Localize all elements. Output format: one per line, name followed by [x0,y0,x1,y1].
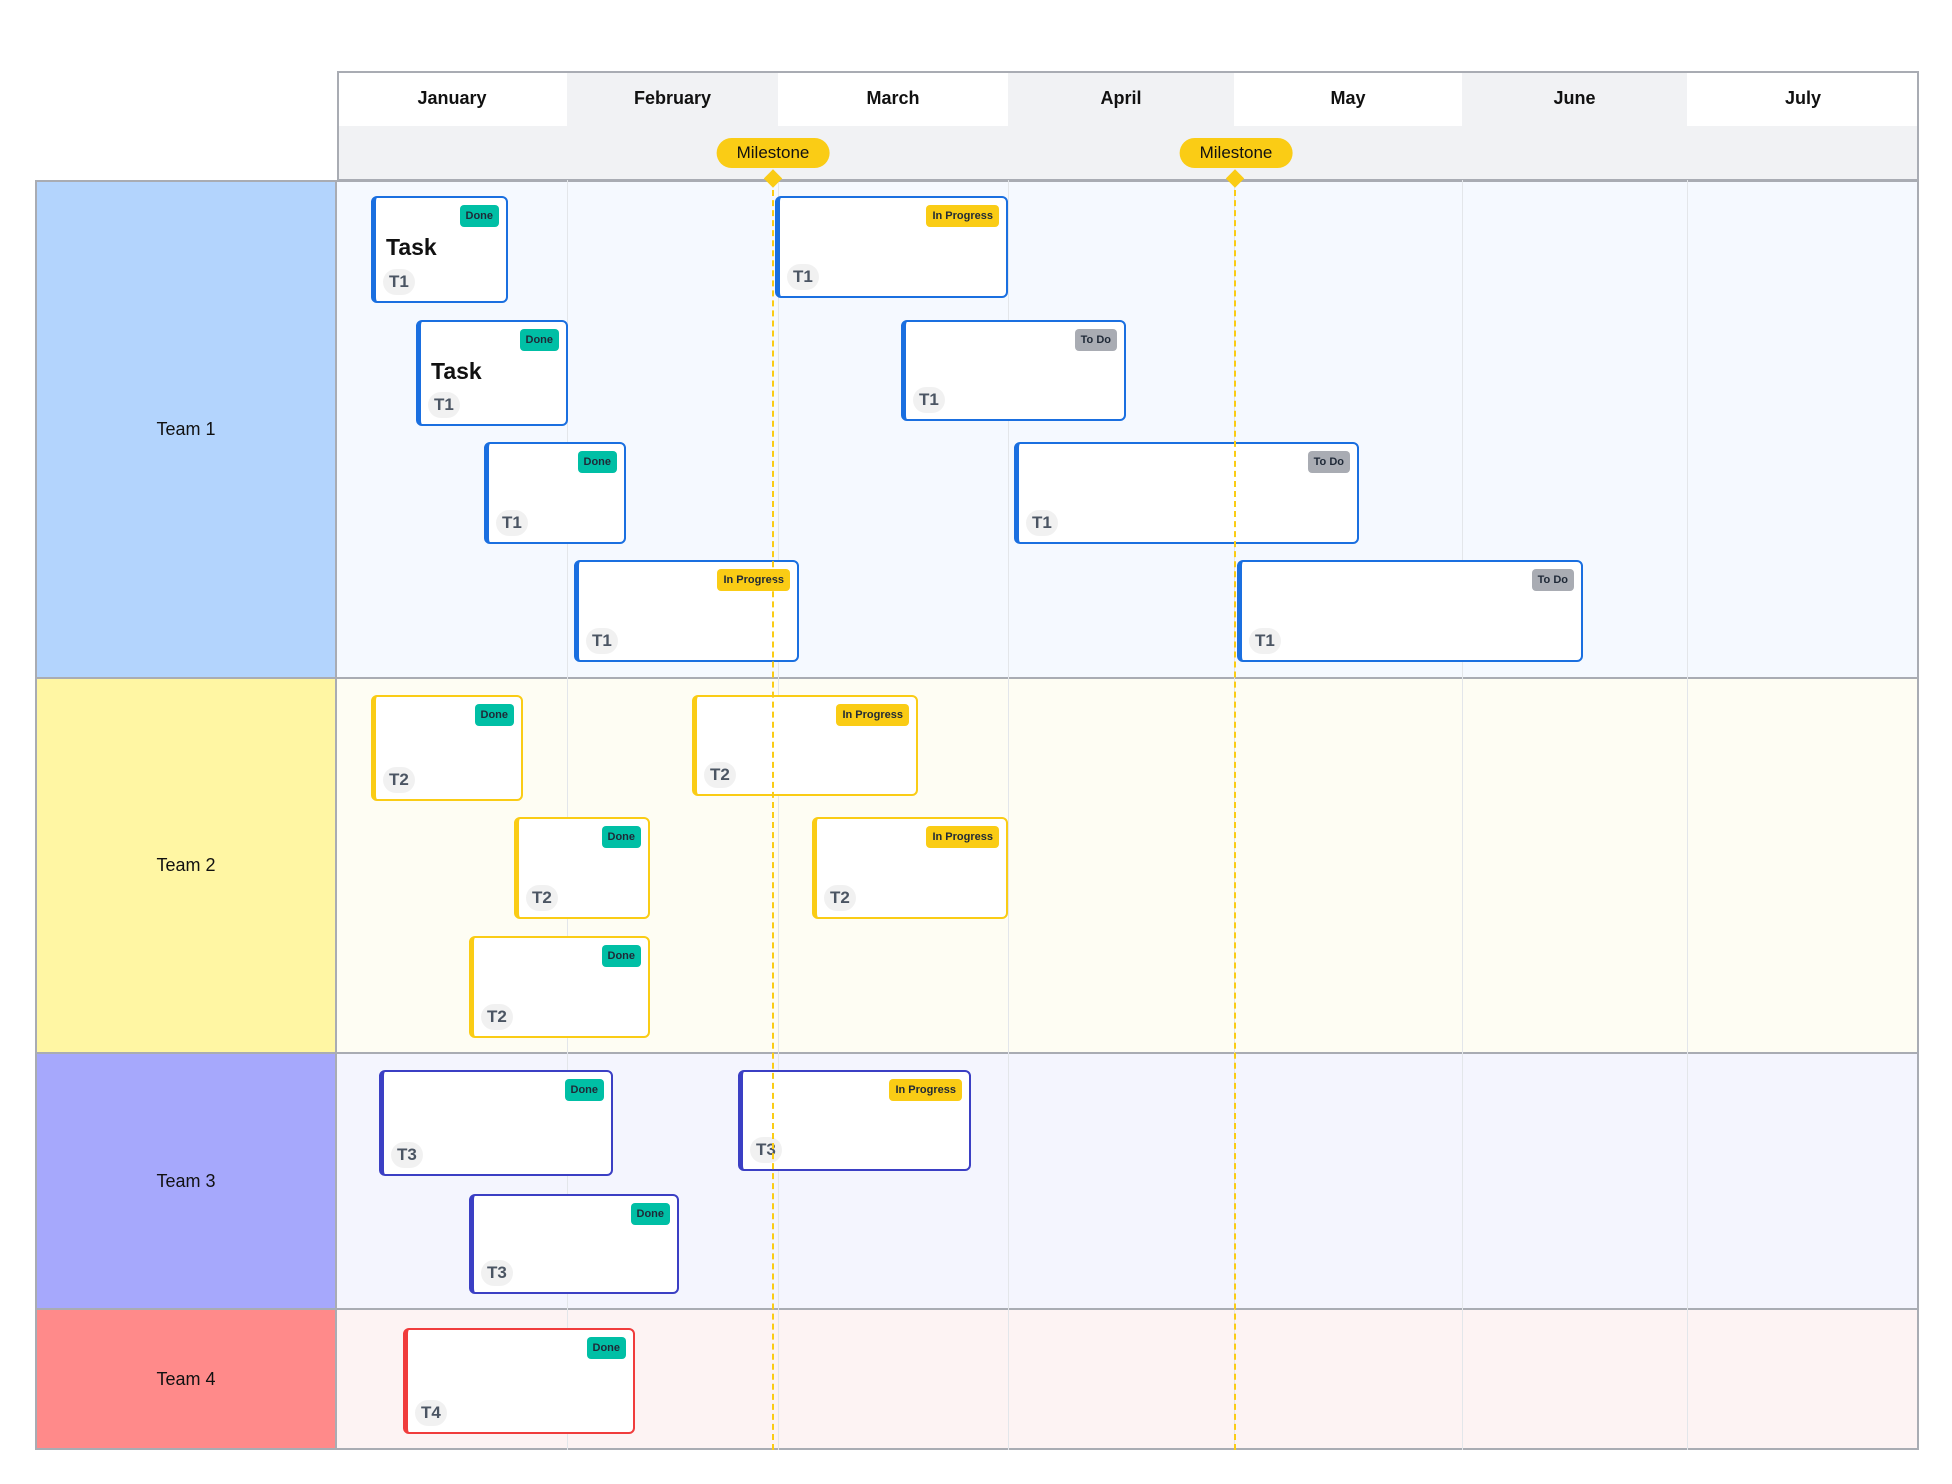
month-june: June [1553,88,1596,108]
month-bg-june [1462,73,1687,126]
team-tag: T3 [391,1142,423,1168]
month-gridline [1462,180,1463,1450]
month-gridline [778,180,779,1450]
task-card[interactable]: To Do T1 [1014,442,1359,544]
milestone-row [337,126,1919,181]
month-february: February [633,88,712,108]
milestone-1[interactable]: Milestone [716,138,830,168]
team-tag: T1 [787,264,819,290]
month-gridline [1008,180,1009,1450]
team-label-1: Team 1 [35,180,337,679]
team-tag: T1 [1249,628,1281,654]
status-badge: Done [630,1203,670,1225]
team-tag: T1 [496,510,528,536]
team-tag: T2 [383,767,415,793]
month-july: July [1784,88,1822,108]
status-badge: Done [474,704,514,726]
status-badge: In Progress [926,826,999,848]
month-gridline [1687,180,1688,1450]
team-tag: T2 [526,885,558,911]
task-card[interactable]: To Do T1 [901,320,1126,421]
status-badge: Done [586,1337,626,1359]
team-tag: T1 [428,392,460,418]
status-badge: In Progress [836,704,909,726]
team-tag: T1 [383,269,415,295]
month-may: May [1330,88,1366,108]
month-january: January [417,88,487,108]
month-april: April [1100,88,1142,108]
team-tag: T1 [586,628,618,654]
task-title: Task [431,358,482,384]
team-tag: T4 [415,1400,447,1426]
status-badge: Done [577,451,617,473]
team-label-2: Team 2 [35,679,337,1054]
team-tag: T1 [913,387,945,413]
team-label-4: Team 4 [35,1310,337,1450]
status-badge: To Do [1074,329,1117,351]
status-badge: Done [564,1079,604,1101]
task-title: Task [386,234,437,260]
team-tag: T2 [824,885,856,911]
team-tag: T2 [481,1004,513,1030]
milestone-line-2 [1234,180,1236,1450]
month-march: March [866,88,920,108]
month-gridline [567,180,568,1450]
status-badge: Done [601,945,641,967]
milestone-line-1 [772,180,774,1450]
status-badge: Done [601,826,641,848]
status-badge: To Do [1307,451,1350,473]
status-badge: In Progress [926,205,999,227]
team-tag: T1 [1026,510,1058,536]
month-bg-february [567,73,778,126]
status-badge: To Do [1531,569,1574,591]
status-badge: Done [459,205,499,227]
team-tag: T2 [704,762,736,788]
team-tag: T3 [481,1260,513,1286]
task-card[interactable]: To Do T1 [1237,560,1583,662]
month-bg-april [1008,73,1234,126]
team-label-3: Team 3 [35,1054,337,1310]
status-badge: In Progress [889,1079,962,1101]
status-badge: Done [519,329,559,351]
team-tag: T3 [750,1137,782,1163]
milestone-2[interactable]: Milestone [1179,138,1293,168]
status-badge: In Progress [717,569,790,591]
